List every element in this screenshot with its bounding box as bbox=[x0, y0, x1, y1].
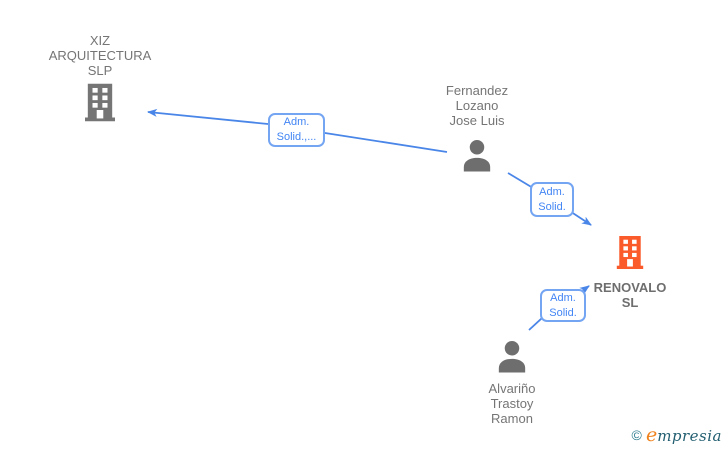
empresia-logo: © empresia bbox=[631, 424, 722, 446]
empresia-logo-initial: e bbox=[645, 424, 658, 446]
company-name: RENOVALO SL bbox=[560, 280, 700, 310]
edge-label-line: Adm. bbox=[550, 291, 576, 304]
node-xiz-arquitectura-slp[interactable]: XIZ ARQUITECTURA SLP bbox=[30, 33, 170, 127]
node-renovalo-sl[interactable]: RENOVALO SL bbox=[560, 236, 700, 310]
company-name-line: SL bbox=[621, 295, 639, 310]
person-name-line: Alvariño bbox=[488, 381, 536, 396]
company-name-line: RENOVALO bbox=[593, 280, 667, 295]
edge-label-line: Adm. bbox=[539, 185, 565, 198]
person-name-line: Trastoy bbox=[490, 396, 534, 411]
person-icon bbox=[496, 340, 528, 378]
edge-label-line: Solid.,... bbox=[276, 131, 317, 143]
empresia-logo-text: mpresia bbox=[657, 427, 722, 445]
node-alvarino-trastoy-ramon[interactable]: Alvariño Trastoy Ramon bbox=[442, 340, 582, 426]
copyright-icon: © bbox=[631, 427, 642, 443]
edge-label-adm-solid-fernandez-xiz[interactable]: Adm. Solid.,... bbox=[268, 113, 325, 147]
company-name-line: ARQUITECTURA bbox=[48, 48, 152, 63]
person-icon bbox=[461, 139, 493, 177]
company-name-line: XIZ bbox=[89, 33, 111, 48]
edge-label-line: Solid. bbox=[549, 306, 577, 319]
company-name-line: SLP bbox=[87, 63, 113, 78]
building-icon bbox=[613, 236, 647, 274]
company-name: XIZ ARQUITECTURA SLP bbox=[30, 33, 170, 78]
edge-label-adm-solid-alvarino-renovalo[interactable]: Adm. Solid. bbox=[540, 289, 586, 322]
person-name: Fernandez Lozano Jose Luis bbox=[407, 83, 547, 128]
person-name-line: Fernandez bbox=[445, 83, 509, 98]
building-icon bbox=[85, 83, 115, 127]
node-fernandez-lozano-jose-luis[interactable]: Fernandez Lozano Jose Luis bbox=[407, 83, 547, 177]
person-name: Alvariño Trastoy Ramon bbox=[442, 381, 582, 426]
edge-label-line: Adm. bbox=[283, 116, 310, 128]
person-name-line: Lozano bbox=[455, 98, 499, 113]
person-name-line: Jose Luis bbox=[449, 113, 505, 128]
edge-label-line: Solid. bbox=[538, 200, 566, 213]
person-name-line: Ramon bbox=[491, 411, 533, 426]
edge-label-adm-solid-fernandez-renovalo[interactable]: Adm. Solid. bbox=[530, 182, 574, 217]
